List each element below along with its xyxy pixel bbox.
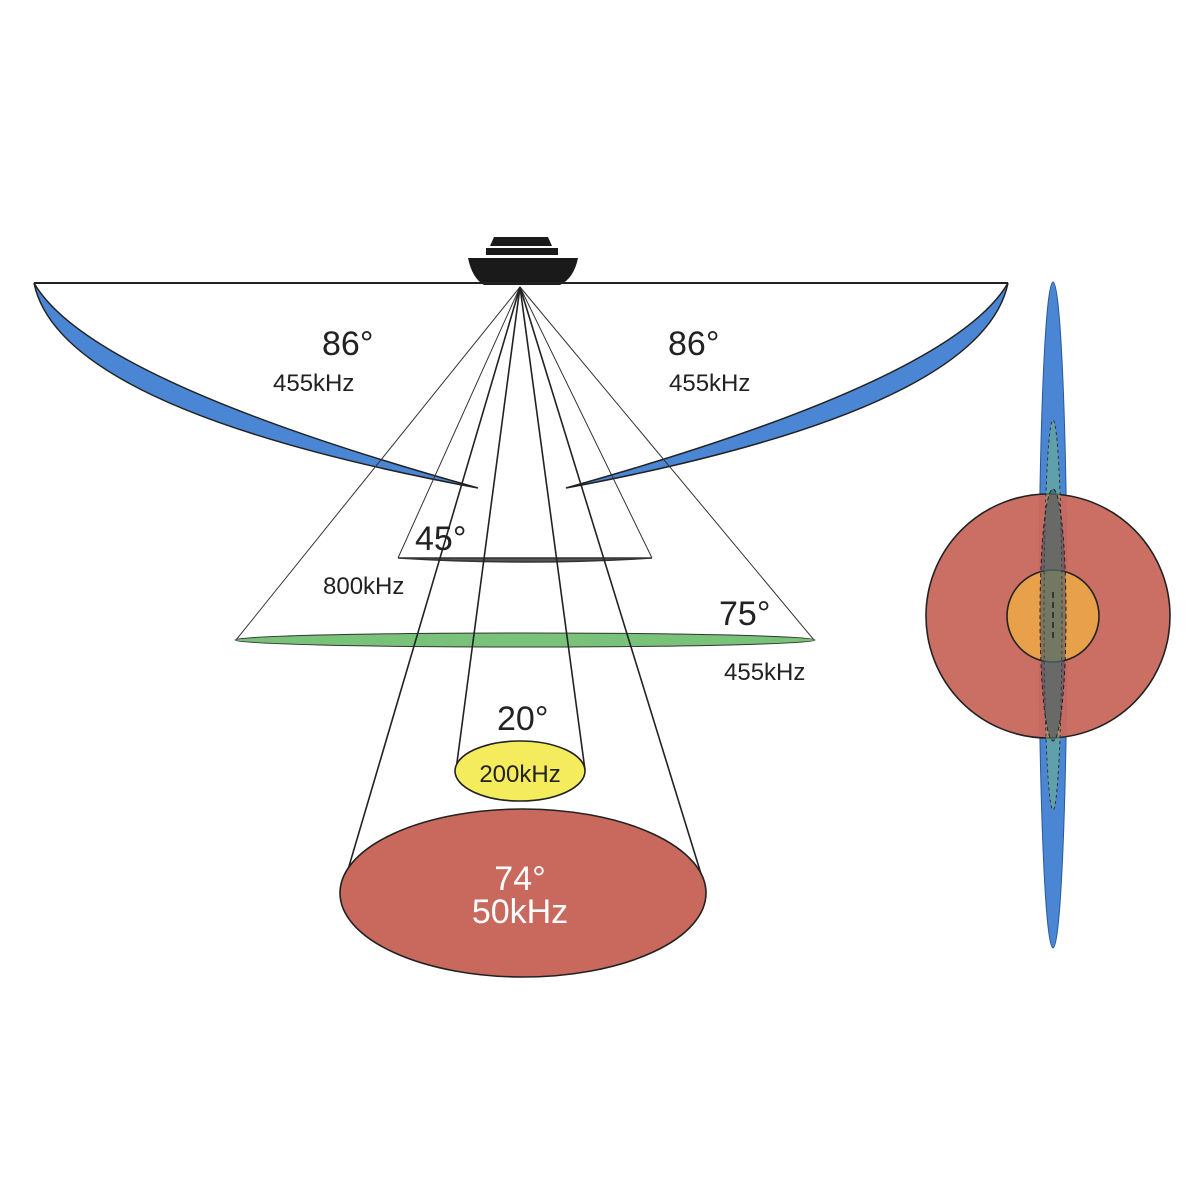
boat-icon — [468, 237, 578, 285]
label-74-freq: 50kHz — [472, 893, 568, 931]
cone-74-left — [341, 286, 521, 891]
label-20-freq: 200kHz — [479, 761, 560, 788]
cone-75-right — [519, 286, 815, 641]
label-side-right-angle: 86° — [668, 325, 719, 363]
cone-20-left — [455, 286, 521, 771]
beam-74-ellipse — [339, 808, 707, 978]
label-side-right-freq: 455kHz — [669, 370, 750, 397]
cone-45-left — [397, 286, 521, 559]
beam-45-base — [397, 557, 653, 563]
beam-75-ellipse — [234, 632, 816, 648]
cone-20-right — [519, 286, 586, 771]
label-20-angle: 20° — [497, 700, 548, 738]
side-beam-right — [565, 282, 1009, 489]
label-74-angle: 74° — [494, 860, 545, 898]
label-45-freq: 800kHz — [323, 573, 404, 600]
top-down-coverage-view — [925, 281, 1171, 949]
side-beam-left — [33, 282, 479, 489]
label-45-angle: 45° — [415, 520, 466, 558]
cone-74-right — [519, 286, 707, 891]
label-side-left-angle: 86° — [322, 325, 373, 363]
label-75-angle: 75° — [719, 595, 770, 633]
beam-20-ellipse — [454, 740, 586, 802]
label-side-left-freq: 455kHz — [273, 370, 354, 397]
cone-75-left — [235, 286, 521, 641]
cone-45-right — [519, 286, 653, 559]
label-75-freq: 455kHz — [724, 659, 805, 686]
